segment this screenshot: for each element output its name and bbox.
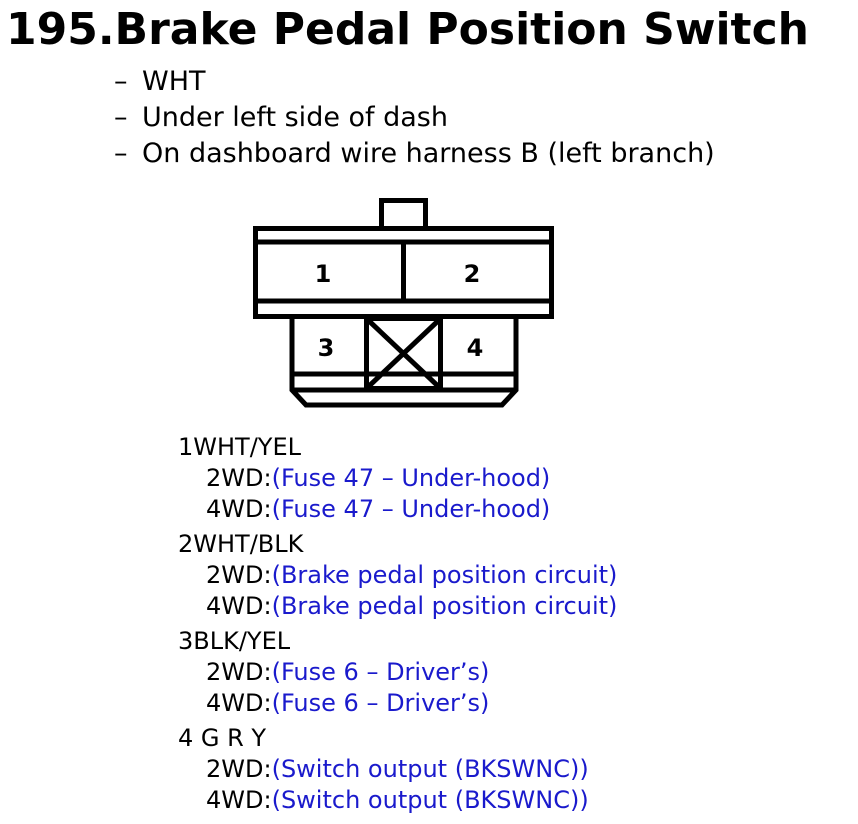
drive-variant: 2WD: xyxy=(206,658,272,686)
pin-description: (Switch output (BKSWNC)) xyxy=(271,786,589,814)
connector-blocked-cavity xyxy=(364,316,443,391)
connector-latch xyxy=(379,198,428,231)
info-item-text: WHT xyxy=(142,66,206,97)
pin-description: (Fuse 47 – Under-hood) xyxy=(271,464,551,492)
pin-row: 2WD:(Brake pedal position circuit) xyxy=(178,560,617,591)
drive-variant: 4WD: xyxy=(206,495,272,523)
pin-row: 4WD:(Brake pedal position circuit) xyxy=(178,591,617,622)
pin-row: 4WD:(Fuse 47 – Under-hood) xyxy=(178,494,617,525)
pin-description: (Fuse 47 – Under-hood) xyxy=(271,495,551,523)
drive-variant: 2WD: xyxy=(206,561,272,589)
pin-wire-color: 3BLK/YEL xyxy=(178,627,291,655)
connector-blocked-cross-2 xyxy=(366,318,441,389)
pin-label-1: 1 xyxy=(315,260,332,288)
pin-description: (Brake pedal position circuit) xyxy=(271,561,618,589)
connector-diagram: 1 2 3 4 xyxy=(253,198,554,408)
location-info-list: –WHT –Under left side of dash –On dashbo… xyxy=(114,64,715,172)
pin-label-3: 3 xyxy=(318,334,335,362)
dash-glyph: – xyxy=(114,102,128,133)
pin-list: 1WHT/YEL 2WD:(Fuse 47 – Under-hood) 4WD:… xyxy=(178,432,617,820)
pin-wire-color: 4 G R Y xyxy=(178,724,267,752)
info-item-harness: –On dashboard wire harness B (left branc… xyxy=(114,136,715,172)
pin-row: 2WD:(Fuse 47 – Under-hood) xyxy=(178,463,617,494)
dash-glyph: – xyxy=(114,138,128,169)
info-item-location: –Under left side of dash xyxy=(114,100,715,136)
pin-group-1: 1WHT/YEL 2WD:(Fuse 47 – Under-hood) 4WD:… xyxy=(178,432,617,525)
pin-group-3: 3BLK/YEL 2WD:(Fuse 6 – Driver’s) 4WD:(Fu… xyxy=(178,626,617,719)
pin-description: (Switch output (BKSWNC)) xyxy=(271,755,589,783)
pin-row: 2WD:(Switch output (BKSWNC)) xyxy=(178,754,617,785)
info-item-text: Under left side of dash xyxy=(142,102,448,133)
pin-group-2: 2WHT/BLK 2WD:(Brake pedal position circu… xyxy=(178,529,617,622)
pin-description: (Fuse 6 – Driver’s) xyxy=(271,689,490,717)
drive-variant: 2WD: xyxy=(206,755,272,783)
info-item-color: –WHT xyxy=(114,64,715,100)
dash-glyph: – xyxy=(114,66,128,97)
pin-row: 2WD:(Fuse 6 – Driver’s) xyxy=(178,657,617,688)
pin-wire-color: 2WHT/BLK xyxy=(178,530,304,558)
pin-label-4: 4 xyxy=(467,334,484,362)
drive-variant: 4WD: xyxy=(206,786,272,814)
pin-group-4: 4 G R Y 2WD:(Switch output (BKSWNC)) 4WD… xyxy=(178,723,617,816)
pin-row: 4WD:(Switch output (BKSWNC)) xyxy=(178,785,617,816)
drive-variant: 4WD: xyxy=(206,592,272,620)
info-item-text: On dashboard wire harness B (left branch… xyxy=(142,138,715,169)
pin-label-2: 2 xyxy=(464,260,481,288)
pin-description: (Brake pedal position circuit) xyxy=(271,592,618,620)
pin-row: 4WD:(Fuse 6 – Driver’s) xyxy=(178,688,617,719)
drive-variant: 4WD: xyxy=(206,689,272,717)
pin-wire-color: 1WHT/YEL xyxy=(178,433,301,461)
drive-variant: 2WD: xyxy=(206,464,272,492)
connector-lower-body xyxy=(289,316,519,408)
pin-description: (Fuse 6 – Driver’s) xyxy=(271,658,490,686)
page-title: 195.Brake Pedal Position Switch xyxy=(6,4,809,55)
